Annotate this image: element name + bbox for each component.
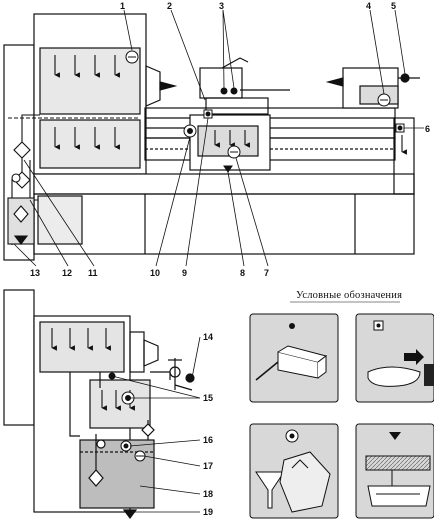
- callout-2: 2: [167, 1, 172, 11]
- headstock-lubrication-scheme: [3, 289, 195, 519]
- callout-7: 7: [264, 268, 269, 278]
- lathe-machine: [3, 13, 420, 261]
- callout-3: 3: [219, 1, 224, 11]
- callout-13: 13: [30, 268, 40, 278]
- callout-14: 14: [203, 332, 213, 342]
- callout-17: 17: [203, 461, 213, 471]
- callout-6: 6: [425, 124, 430, 134]
- valve-diamond-1: [13, 141, 31, 159]
- callout-8: 8: [240, 268, 245, 278]
- headstock-reservoir-upper: [39, 47, 141, 115]
- tool-post: [199, 67, 243, 99]
- scheme-side-block: [129, 331, 145, 373]
- scheme-valve-2: [88, 469, 104, 487]
- legend-panel-triangle: [355, 423, 434, 519]
- bed-top: [33, 173, 415, 195]
- ring-dot-symbol: [289, 433, 295, 439]
- lube-point-markers: [125, 50, 405, 173]
- square-dot-symbol: [376, 323, 381, 328]
- scheme-valve-1: [141, 423, 155, 437]
- coolant-tank: [37, 195, 83, 245]
- scheme-gear-chamber: [89, 379, 151, 429]
- callout-11: 11: [88, 268, 98, 278]
- callout-10: 10: [150, 268, 160, 278]
- scheme-oil-sump: [79, 439, 155, 509]
- callout-4: 4: [366, 1, 371, 11]
- right-stand: [393, 117, 415, 195]
- leader-lines-top: [13, 9, 424, 267]
- legend-panel-dot: [249, 313, 339, 403]
- callout-16: 16: [203, 435, 213, 445]
- down-triangle-symbol: [389, 432, 401, 440]
- legend-panel-square-dot: [355, 313, 434, 403]
- callout-1: 1: [120, 1, 125, 11]
- pump-filter-assembly: [7, 141, 35, 245]
- callout-5: 5: [391, 1, 396, 11]
- spindle-center: [159, 81, 178, 91]
- filled-dot-symbol: [289, 323, 295, 329]
- triangle-point-8: [223, 165, 233, 173]
- dot-point-3b: [230, 87, 238, 95]
- scheme-left-column: [3, 289, 35, 426]
- cross-slide: [205, 97, 269, 115]
- callout-9: 9: [182, 268, 187, 278]
- headstock-reservoir-lower: [39, 119, 141, 169]
- callout-19: 19: [203, 507, 213, 517]
- tool-handle: [221, 57, 249, 69]
- legend-title: Условные обозначения: [296, 290, 403, 301]
- legend-panel-ring-dot: [249, 423, 339, 519]
- callout-12: 12: [62, 268, 72, 278]
- callout-numbers: 1 2 3 4 5 6 7 8 9 10 11 12 13 14 15 16 1…: [30, 1, 430, 517]
- pump-circle: [11, 173, 21, 183]
- bed-base: [33, 193, 415, 255]
- dot-point-3a: [220, 87, 228, 95]
- callout-18: 18: [203, 489, 213, 499]
- scheme-drain-triangle: [122, 509, 138, 519]
- callout-15: 15: [203, 393, 213, 403]
- leader-lines-bottom: [111, 336, 201, 513]
- scheme-upper-reservoir: [39, 321, 125, 373]
- spindle-cone: [145, 65, 161, 107]
